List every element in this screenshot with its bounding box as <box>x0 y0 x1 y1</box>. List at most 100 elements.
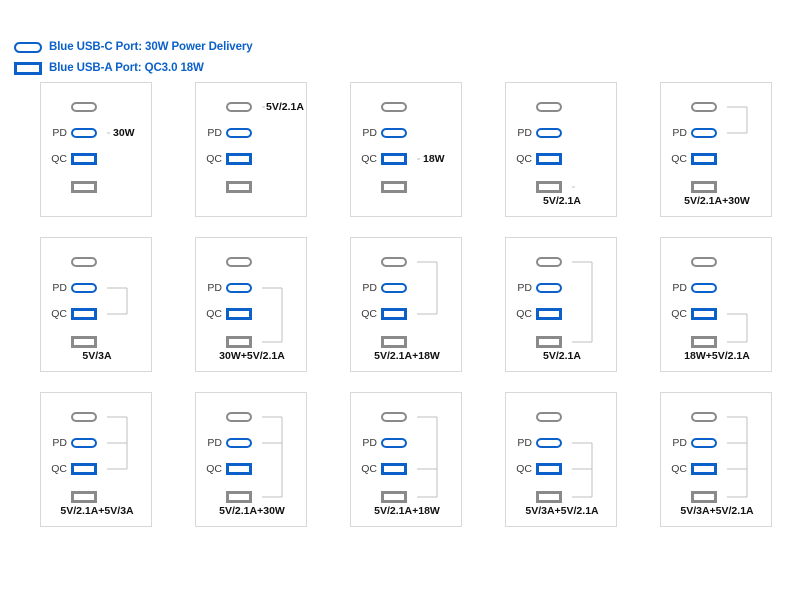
port-usba-qc[interactable] <box>691 463 731 475</box>
port-usba-qc[interactable] <box>691 308 731 320</box>
port-usbc-top[interactable] <box>536 412 576 422</box>
port-usbc-pd[interactable] <box>226 438 266 448</box>
port-usbc-top[interactable] <box>71 257 111 267</box>
port-usbc-top[interactable] <box>226 412 266 422</box>
port-usbc-top[interactable] <box>381 257 421 267</box>
port-row <box>196 489 308 505</box>
port-usbc-top[interactable] <box>381 102 421 112</box>
port-usbc-pd[interactable] <box>691 283 731 293</box>
port-usba-bottom[interactable] <box>691 336 731 348</box>
port-usba-bottom[interactable] <box>536 336 576 348</box>
port-usbc-pd[interactable] <box>536 128 576 138</box>
usb-a-port-icon <box>381 308 407 320</box>
port-usbc-pd[interactable] <box>381 283 421 293</box>
port-row <box>506 99 618 115</box>
port-usbc-pd[interactable] <box>691 438 731 448</box>
port-usba-qc[interactable] <box>226 153 266 165</box>
port-usba-qc[interactable] <box>691 153 731 165</box>
port-usba-bottom[interactable] <box>226 336 266 348</box>
port-usba-bottom[interactable] <box>71 491 111 503</box>
port-row <box>196 254 308 270</box>
port-usba-qc[interactable] <box>536 153 576 165</box>
port-row: PD <box>196 435 308 451</box>
port-usba-qc[interactable] <box>536 463 576 475</box>
port-usbc-pd[interactable] <box>381 128 421 138</box>
port-usbc-pd[interactable] <box>226 283 266 293</box>
usb-c-port-icon <box>536 102 562 112</box>
port-usba-qc[interactable] <box>536 308 576 320</box>
port-usba-qc[interactable] <box>381 308 421 320</box>
port-usba-qc[interactable] <box>71 308 111 320</box>
port-usba-bottom[interactable] <box>381 491 421 503</box>
card-bottom-label: 5V/3A <box>82 350 112 362</box>
port-usbc-top[interactable] <box>691 257 731 267</box>
port-usbc-pd[interactable] <box>536 283 576 293</box>
port-row <box>351 409 463 425</box>
port-usba-bottom[interactable] <box>71 181 111 193</box>
port-usba-bottom[interactable] <box>536 181 576 193</box>
port-row <box>351 254 463 270</box>
port-usbc-pd[interactable] <box>381 438 421 448</box>
port-usbc-pd[interactable] <box>226 128 266 138</box>
port-usbc-top[interactable] <box>226 102 266 112</box>
usb-c-port-icon <box>536 257 562 267</box>
port-usbc-top[interactable] <box>381 412 421 422</box>
port-row <box>661 179 773 195</box>
port-usba-qc[interactable] <box>381 463 421 475</box>
port-usba-bottom[interactable] <box>71 336 111 348</box>
port-usba-qc[interactable] <box>71 463 111 475</box>
port-row <box>196 99 308 115</box>
usb-a-port-icon <box>536 308 562 320</box>
port-usba-bottom[interactable] <box>691 491 731 503</box>
port-usbc-pd[interactable] <box>71 128 111 138</box>
port-usbc-pd[interactable] <box>71 438 111 448</box>
port-usba-qc[interactable] <box>226 463 266 475</box>
usb-a-port-icon <box>71 181 97 193</box>
port-usbc-top[interactable] <box>226 257 266 267</box>
port-usba-bottom[interactable] <box>381 181 421 193</box>
port-usbc-top[interactable] <box>71 102 111 112</box>
usb-c-port-icon <box>71 128 97 138</box>
port-usbc-top[interactable] <box>691 412 731 422</box>
port-usbc-pd[interactable] <box>691 128 731 138</box>
port-usba-qc[interactable] <box>226 308 266 320</box>
port-tag-qc: QC <box>206 307 222 320</box>
port-row: QC <box>661 461 773 477</box>
port-usba-qc[interactable] <box>381 153 421 165</box>
port-tag-qc: QC <box>361 307 377 320</box>
port-row <box>41 254 153 270</box>
card-bottom-label: 5V/2.1A+5V/3A <box>60 505 134 517</box>
port-usba-bottom[interactable] <box>381 336 421 348</box>
port-usbc-top[interactable] <box>536 257 576 267</box>
port-usbc-top[interactable] <box>536 102 576 112</box>
port-usba-bottom[interactable] <box>226 181 266 193</box>
port-usbc-top[interactable] <box>71 412 111 422</box>
port-usbc-top[interactable] <box>691 102 731 112</box>
port-usba-qc[interactable] <box>71 153 111 165</box>
usb-a-port-icon <box>381 153 407 165</box>
port-usba-bottom[interactable] <box>226 491 266 503</box>
port-usbc-pd[interactable] <box>71 283 111 293</box>
port-row: PD <box>506 280 618 296</box>
usb-c-port-icon <box>381 257 407 267</box>
port-usbc-pd[interactable] <box>536 438 576 448</box>
port-usba-bottom[interactable] <box>536 491 576 503</box>
port-usba-bottom[interactable] <box>691 181 731 193</box>
